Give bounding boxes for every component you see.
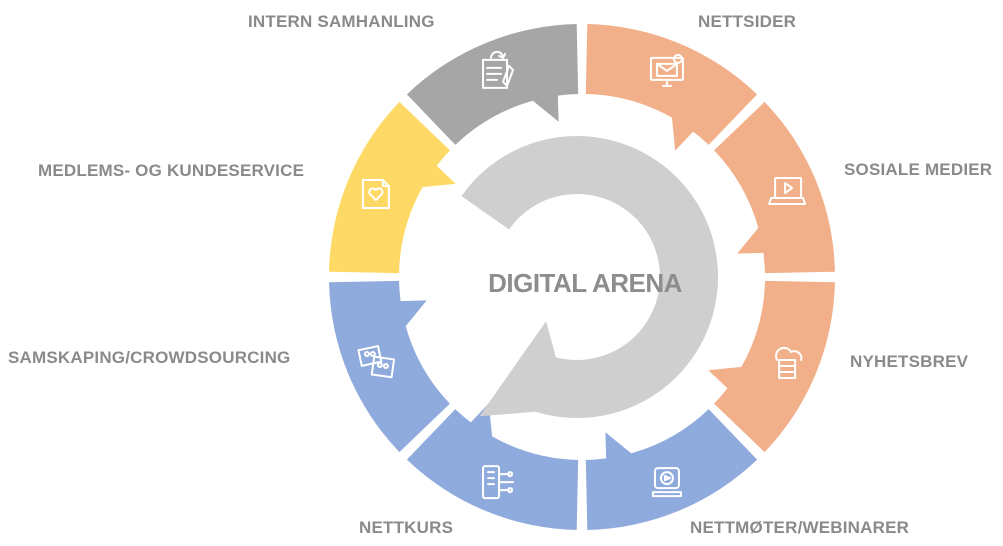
ring-segment-6	[329, 280, 450, 453]
label-samskaping-crowdsourcing: SAMSKAPING/CROWDSOURCING	[8, 348, 291, 367]
label-medlems-og-kundeservice: MEDLEMS- OG KUNDESERVICE	[38, 161, 305, 180]
video-screen-icon	[768, 177, 807, 206]
webcam-icon	[651, 467, 682, 498]
mobile-network-icon	[482, 465, 515, 500]
document-share-icon	[482, 50, 515, 89]
ring-segment-4	[585, 409, 758, 530]
cloud-server-icon	[775, 346, 803, 379]
ring-segment-7	[329, 101, 456, 274]
center-title: DIGITAL ARENA	[488, 268, 683, 298]
label-nettkurs: NETTKURS	[359, 518, 454, 537]
ideas-icon	[357, 345, 396, 379]
heart-folder-icon	[361, 179, 390, 210]
label-nettsider: NETTSIDER	[698, 12, 797, 31]
ring-segment-8	[406, 24, 579, 145]
label-intern-samhanling: INTERN SAMHANLING	[248, 12, 435, 31]
monitor-email-icon	[649, 53, 684, 87]
label-nyhetsbrev: NYHETSBREV	[850, 352, 969, 371]
ring-segment-1	[585, 24, 758, 151]
ring-segment-3	[708, 280, 835, 453]
label-nettmoter-webinarer: NETTMØTER/WEBINARER	[690, 518, 910, 537]
label-sosiale-medier: SOSIALE MEDIER	[844, 160, 993, 179]
cycle-arrow	[461, 136, 718, 418]
